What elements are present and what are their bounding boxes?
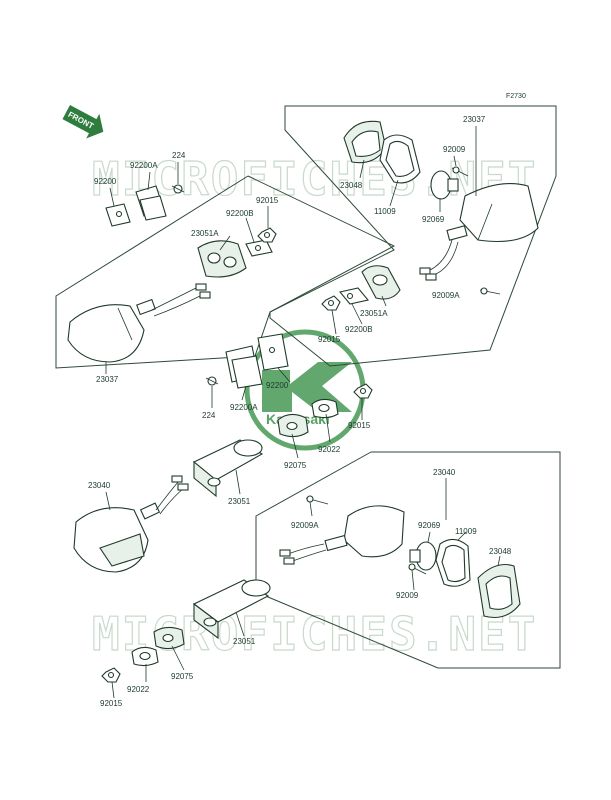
label-23040-left: 23040 bbox=[88, 481, 111, 490]
holder-23051A-top bbox=[361, 265, 401, 300]
panel-top-right bbox=[269, 105, 557, 367]
label-23051-bottom: 23051 bbox=[233, 637, 256, 646]
label-92009-bottom: 92009 bbox=[396, 591, 419, 600]
label-23051A-left: 23051A bbox=[191, 229, 219, 238]
label-92200-center: 92200 bbox=[266, 381, 289, 390]
holder-23051-center bbox=[192, 439, 264, 498]
label-92069-top: 92069 bbox=[422, 215, 445, 224]
screw-92009-top bbox=[451, 166, 469, 177]
plate-92200B-top bbox=[338, 287, 370, 305]
label-92015-bottom: 92015 bbox=[100, 699, 123, 708]
plate-92022-center bbox=[311, 398, 339, 419]
nut-92015-center bbox=[353, 383, 373, 399]
label-92022-bottom: 92022 bbox=[127, 685, 150, 694]
label-92015-top-right: 92015 bbox=[318, 335, 341, 344]
screw-92009A-top bbox=[479, 287, 501, 295]
label-92009A-top: 92009A bbox=[432, 291, 460, 300]
holder-23051-bottom bbox=[192, 579, 271, 640]
label-92200A-top: 92200A bbox=[130, 161, 158, 170]
label-92075-bottom: 92075 bbox=[171, 672, 194, 681]
label-92075-center: 92075 bbox=[284, 461, 307, 470]
turn-signal-top-left bbox=[67, 283, 211, 363]
holder-23051A-left bbox=[197, 240, 247, 278]
label-23037-top-right: 23037 bbox=[463, 115, 486, 124]
screw-224-center bbox=[205, 376, 219, 386]
bulb-92069-top bbox=[430, 170, 459, 200]
label-92069-bottom: 92069 bbox=[418, 521, 441, 530]
watermark-top: MICROFICHES.NET bbox=[92, 152, 537, 206]
nut-92015-left bbox=[257, 227, 277, 243]
label-92200B-left: 92200B bbox=[226, 209, 254, 218]
nut-92015-top bbox=[321, 295, 341, 311]
plate-92075-bottom bbox=[153, 626, 185, 650]
label-23040-right: 23040 bbox=[433, 468, 456, 477]
label-92022-center: 92022 bbox=[318, 445, 341, 454]
turn-signal-bottom-left bbox=[73, 475, 189, 573]
label-11009-bottom: 11009 bbox=[455, 527, 477, 536]
label-23048-top: 23048 bbox=[340, 181, 363, 190]
leader-lines bbox=[105, 126, 501, 699]
bracket-92200A-center bbox=[225, 345, 263, 389]
label-23051A-top-right: 23051A bbox=[360, 309, 388, 318]
plate-92200-left bbox=[105, 203, 131, 227]
label-92009A-bottom: 92009A bbox=[291, 521, 319, 530]
turn-signal-top-right bbox=[419, 183, 539, 281]
label-23037-left: 23037 bbox=[96, 375, 119, 384]
plate-92200B-left bbox=[245, 239, 273, 257]
plate-92200-center bbox=[257, 333, 289, 371]
front-arrow-icon: FRONT bbox=[62, 105, 104, 139]
plate-92022-bottom bbox=[131, 646, 159, 667]
nut-92015-bottom bbox=[101, 667, 121, 683]
label-92009-top: 92009 bbox=[443, 145, 466, 154]
bracket-92200A-left bbox=[135, 185, 167, 221]
figure-code: F2730 bbox=[506, 93, 526, 100]
label-92200-top: 92200 bbox=[94, 177, 117, 186]
label-92015-left: 92015 bbox=[256, 196, 279, 205]
panel-bottom-right bbox=[255, 451, 561, 669]
label-23051-center: 23051 bbox=[228, 497, 251, 506]
label-11009-top: 11009 bbox=[374, 207, 396, 216]
label-92015-center: 92015 bbox=[348, 421, 371, 430]
turn-signal-bottom-right bbox=[279, 505, 405, 565]
label-92200A-center: 92200A bbox=[230, 403, 258, 412]
gasket-11009-bottom bbox=[435, 538, 471, 587]
screw-224-top bbox=[171, 184, 185, 194]
screw-92009A-bottom bbox=[305, 495, 329, 505]
label-224-top: 224 bbox=[172, 151, 186, 160]
gasket-11009-top bbox=[379, 134, 421, 184]
label-92200B-top-right: 92200B bbox=[345, 325, 373, 334]
plate-92075-center bbox=[277, 413, 309, 438]
bulb-92069-bottom bbox=[409, 541, 437, 571]
label-224-center: 224 bbox=[202, 411, 216, 420]
lens-23048-bottom bbox=[477, 563, 521, 619]
label-23048-bottom: 23048 bbox=[489, 547, 512, 556]
